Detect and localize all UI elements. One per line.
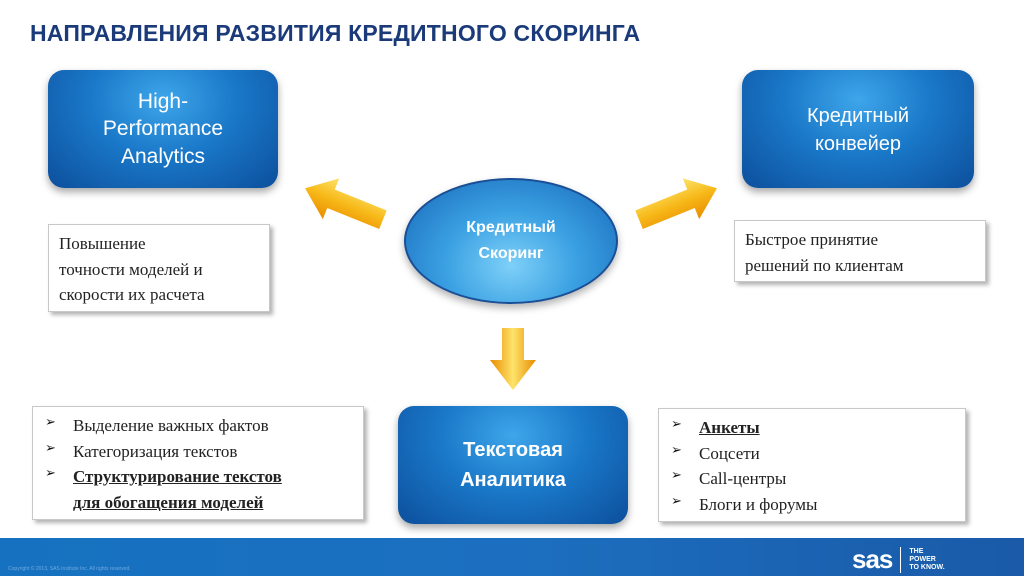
center-line-2: Скоринг — [478, 245, 544, 262]
tagline-line-3: TO KNOW. — [909, 563, 945, 571]
conveyor-box: Кредитный конвейер — [742, 70, 974, 188]
hpa-line-2: Performance — [102, 117, 224, 141]
hpa-box: High- Performance Analytics — [48, 70, 278, 188]
credit-scoring-oval: Кредитный Скоринг — [404, 178, 618, 304]
list-item-text-bold-1: Структурирование текстов — [73, 467, 282, 486]
conveyor-note-line-2: решений по клиентам — [745, 255, 904, 275]
sas-logo-text: sas — [852, 544, 893, 574]
arrow-bullet-icon: ➢ — [671, 417, 682, 432]
hpa-line-3: Analytics — [120, 144, 206, 168]
conveyor-line-1: Кредитный — [806, 105, 910, 127]
list-item-text: Выделение важных фактов — [73, 416, 269, 435]
list-item-text-bold: Анкеты — [699, 418, 760, 437]
hpa-line-1: High- — [137, 90, 189, 114]
arrow-bullet-icon: ➢ — [671, 442, 682, 458]
arrow-bullet-icon: ➢ — [671, 493, 682, 509]
conveyor-note-box: Быстрое принятие решений по клиентам — [734, 220, 986, 282]
arrow-up-left-icon — [305, 178, 387, 230]
hpa-note-line-2: точности моделей и — [59, 259, 203, 279]
list-item-text: Блоги и форумы — [699, 494, 818, 514]
sources-box: ➢ Анкеты ➢ Соцсети ➢ Call-центры ➢ Блоги… — [658, 408, 966, 522]
center-line-1: Кредитный — [466, 219, 556, 237]
list-item: ➢ Анкеты — [671, 415, 965, 441]
list-item: ➢ Категоризация текстов — [45, 439, 363, 465]
hpa-note-line-1: Повышение — [59, 234, 146, 253]
tagline-line-1: THE — [909, 547, 924, 555]
footer-bar: Copyright © 2013, SAS Institute Inc. All… — [0, 538, 1024, 576]
list-item: ➢ Соцсети — [671, 441, 965, 467]
list-item: ➢ Выделение важных фактов — [45, 413, 363, 439]
text-features-box: ➢ Выделение важных фактов ➢ Категоризаци… — [32, 406, 364, 520]
arrow-down-icon — [490, 328, 536, 390]
arrow-bullet-icon: ➢ — [45, 440, 56, 456]
list-item: ➢ Блоги и форумы — [671, 492, 965, 518]
arrow-bullet-icon: ➢ — [45, 466, 56, 481]
sas-logo: sas THE POWER TO KNOW. — [852, 544, 945, 575]
text-analytics-line-2: Аналитика — [460, 469, 566, 491]
list-item: ➢ Структурирование текстов для обогащени… — [45, 464, 363, 515]
arrow-bullet-icon: ➢ — [45, 415, 56, 430]
arrow-bullet-icon: ➢ — [671, 468, 682, 483]
conveyor-note-line-1: Быстрое принятие — [745, 230, 879, 249]
logo-divider — [900, 546, 902, 573]
text-analytics-box: Текстовая Аналитика — [398, 406, 628, 524]
page-title: НАПРАВЛЕНИЯ РАЗВИТИЯ КРЕДИТНОГО СКОРИНГА — [30, 20, 641, 46]
conveyor-line-2: конвейер — [814, 133, 902, 155]
list-item: ➢ Call-центры — [671, 466, 965, 492]
tagline-line-2: POWER — [909, 555, 936, 563]
tagline: THE POWER TO KNOW. — [909, 548, 944, 572]
hpa-note-line-3: скорости их расчета — [59, 285, 205, 304]
list-item-text: Соцсети — [699, 443, 760, 463]
copyright-text: Copyright © 2013, SAS Institute Inc. All… — [8, 566, 131, 572]
list-item-text-bold-2: для обогащения моделей — [73, 492, 264, 512]
arrow-up-right-icon — [635, 178, 717, 230]
text-analytics-line-1: Текстовая — [463, 439, 563, 461]
list-item-text: Call-центры — [699, 469, 787, 488]
sources-list: ➢ Анкеты ➢ Соцсети ➢ Call-центры ➢ Блоги… — [671, 415, 965, 517]
text-features-list: ➢ Выделение важных фактов ➢ Категоризаци… — [45, 413, 363, 515]
hpa-note-box: Повышение точности моделей и скорости их… — [48, 224, 270, 312]
list-item-text: Категоризация текстов — [73, 441, 238, 461]
